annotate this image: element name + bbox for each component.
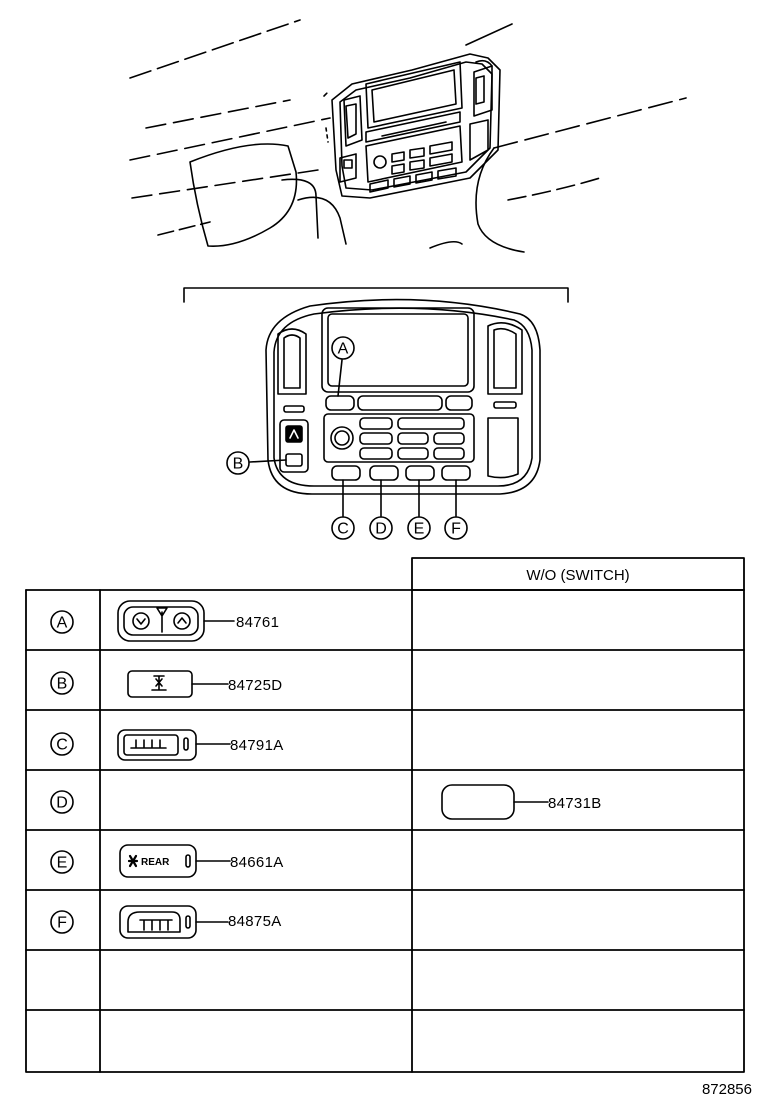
table-header-wo-switch: W/O (SWITCH) (526, 567, 629, 584)
row-letter-c: C (50, 732, 74, 756)
svg-text:B: B (57, 676, 68, 693)
row-letter-f: F (50, 910, 74, 934)
svg-text:F: F (57, 915, 67, 932)
chevron-down-icon (136, 618, 146, 625)
windshield-deicer-icon (139, 919, 173, 931)
seat-heater-icon (151, 675, 167, 691)
center-console-front-view (265, 298, 541, 495)
svg-text:F: F (451, 521, 461, 538)
switch-f-windshield-deicer (119, 905, 229, 939)
svg-text:A: A (57, 615, 68, 632)
callout-e: E (407, 516, 431, 540)
callout-leaders (249, 359, 457, 517)
part-number-84725d: 84725D (228, 677, 282, 694)
switch-b-seat-heater (127, 670, 229, 698)
callout-c: C (331, 516, 355, 540)
switch-c-rear-defogger (117, 729, 231, 761)
parts-table (25, 557, 745, 1073)
rear-defogger-icon (130, 739, 167, 749)
svg-text:B: B (233, 456, 244, 473)
svg-text:A: A (338, 341, 349, 358)
part-number-84761: 84761 (236, 614, 279, 631)
svg-text:D: D (375, 521, 387, 538)
row-letter-d: D (50, 790, 74, 814)
svg-text:C: C (56, 737, 68, 754)
figure-reference-number: 872856 (702, 1081, 752, 1098)
row-letter-a: A (50, 610, 74, 634)
row-letter-e: E (50, 850, 74, 874)
dashboard-perspective-view (129, 19, 687, 253)
chevron-up-icon (177, 617, 187, 624)
switch-e-rear-blower (119, 844, 231, 878)
view-bracket (183, 287, 569, 303)
callout-f: F (444, 516, 468, 540)
svg-text:E: E (414, 521, 425, 538)
svg-text:E: E (57, 855, 68, 872)
part-number-84875a: 84875A (228, 913, 282, 930)
svg-text:C: C (337, 521, 349, 538)
rear-blower-label: REAR (141, 857, 170, 868)
switch-a-antenna-updown (117, 600, 235, 642)
svg-text:D: D (56, 795, 68, 812)
antenna-icon (156, 607, 168, 633)
part-number-84731b: 84731B (548, 795, 602, 812)
callout-b: B (226, 451, 250, 475)
part-number-84661a: 84661A (230, 854, 284, 871)
row-letter-b: B (50, 671, 74, 695)
switch-d-blank-plate (441, 784, 549, 820)
fan-icon (127, 854, 139, 868)
part-number-84791a: 84791A (230, 737, 284, 754)
callout-a: A (331, 336, 355, 360)
callout-d: D (369, 516, 393, 540)
